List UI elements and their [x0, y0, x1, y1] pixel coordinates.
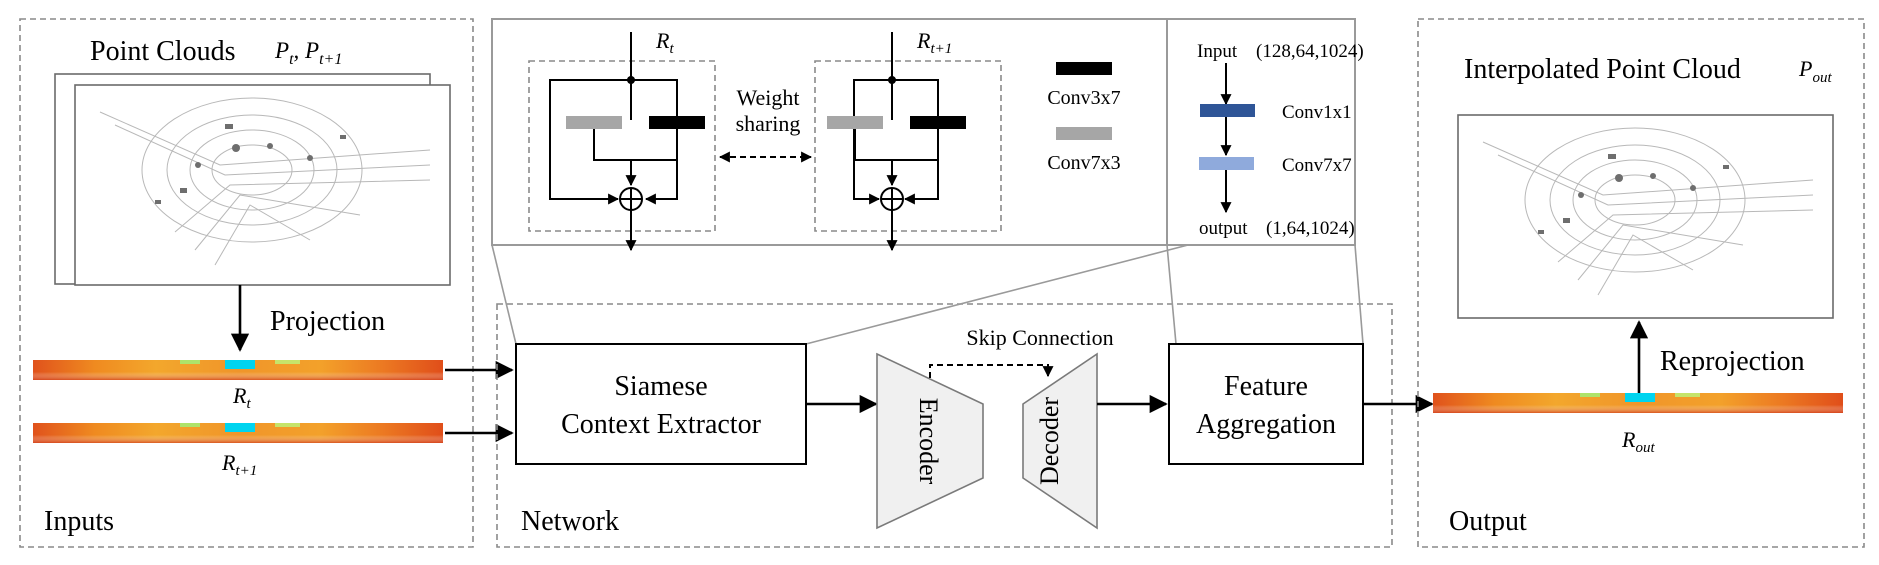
skip-connection-label: Skip Connection: [966, 325, 1113, 350]
encoder-label: Encoder: [914, 398, 943, 485]
point-cloud-frame-front: [74, 84, 451, 286]
output-title-math: Pout: [1798, 56, 1832, 86]
aggregation-input-label: Input: [1197, 41, 1238, 62]
zoom-line-aggregation-right: [1354, 244, 1364, 345]
conv1x1-swatch: [1200, 104, 1255, 117]
zoom-line-siamese-right: [805, 244, 1189, 345]
output-point-cloud-frame: [1457, 114, 1834, 319]
output-title: Interpolated Point Cloud: [1464, 54, 1741, 85]
legend-swatch-conv7x3: [1056, 127, 1112, 140]
aggregation-line-1: Feature: [1224, 371, 1308, 402]
legend-swatch-conv3x7: [1056, 62, 1112, 75]
conv1x1-label: Conv1x1: [1282, 102, 1352, 123]
range-image-rt1: [33, 423, 443, 443]
network-section-border: [496, 303, 1393, 548]
network-section-label: Network: [521, 506, 619, 537]
siamese-branch-2: [814, 32, 1002, 252]
zoom-line-siamese-left: [491, 244, 517, 345]
aggregation-input-shape: (128,64,1024): [1256, 41, 1364, 62]
point-cloud-objects-output: [1538, 154, 1729, 234]
aggregation-output-shape: (1,64,1024): [1266, 218, 1355, 239]
output-section-border: [1417, 18, 1865, 548]
weight-sharing-line-2: sharing: [736, 111, 801, 136]
conv7x7-swatch: [1199, 157, 1254, 170]
conv7x7-label: Conv7x7: [1282, 155, 1352, 176]
point-cloud-objects-input: [155, 124, 346, 204]
inputs-section-label: Inputs: [44, 506, 114, 537]
range-image-rout: [1433, 393, 1843, 413]
weight-sharing-line-1: Weight: [737, 85, 800, 110]
decoder-label: Decoder: [1035, 397, 1064, 485]
siamese-branch-1: [528, 32, 716, 252]
range-image-rt-label: Rt: [232, 383, 251, 412]
decoder-block: [1022, 352, 1098, 530]
zoom-line-aggregation-left: [1166, 244, 1177, 345]
range-image-rout-label: Rout: [1621, 427, 1655, 456]
range-image-rt: [33, 360, 443, 380]
point-cloud-image-input: [99, 97, 431, 266]
point-clouds-title: Point Clouds: [90, 36, 235, 67]
output-section-label: Output: [1449, 506, 1527, 537]
projection-label: Projection: [270, 306, 385, 337]
aggregation-detail-panel: [1166, 18, 1356, 246]
aggregation-output-label: output: [1199, 218, 1248, 239]
encoder-block: [876, 352, 984, 530]
reprojection-label: Reprojection: [1660, 346, 1805, 377]
legend-label-conv3x7: Conv3x7: [1047, 87, 1120, 109]
point-cloud-image-output: [1482, 127, 1814, 296]
context-extractor-line-2: Context Extractor: [561, 409, 762, 440]
feature-aggregation-box: [1168, 343, 1364, 465]
context-extractor-line-1: Siamese: [614, 371, 707, 402]
siamese-context-extractor-box: [515, 343, 807, 465]
skip-connection-arrow: [929, 364, 1054, 378]
legend-label-conv7x3: Conv7x3: [1047, 152, 1120, 174]
aggregation-line-2: Aggregation: [1196, 409, 1336, 440]
point-clouds-math: Pt, Pt+1: [274, 38, 342, 68]
range-image-rt1-label: Rt+1: [221, 450, 257, 479]
